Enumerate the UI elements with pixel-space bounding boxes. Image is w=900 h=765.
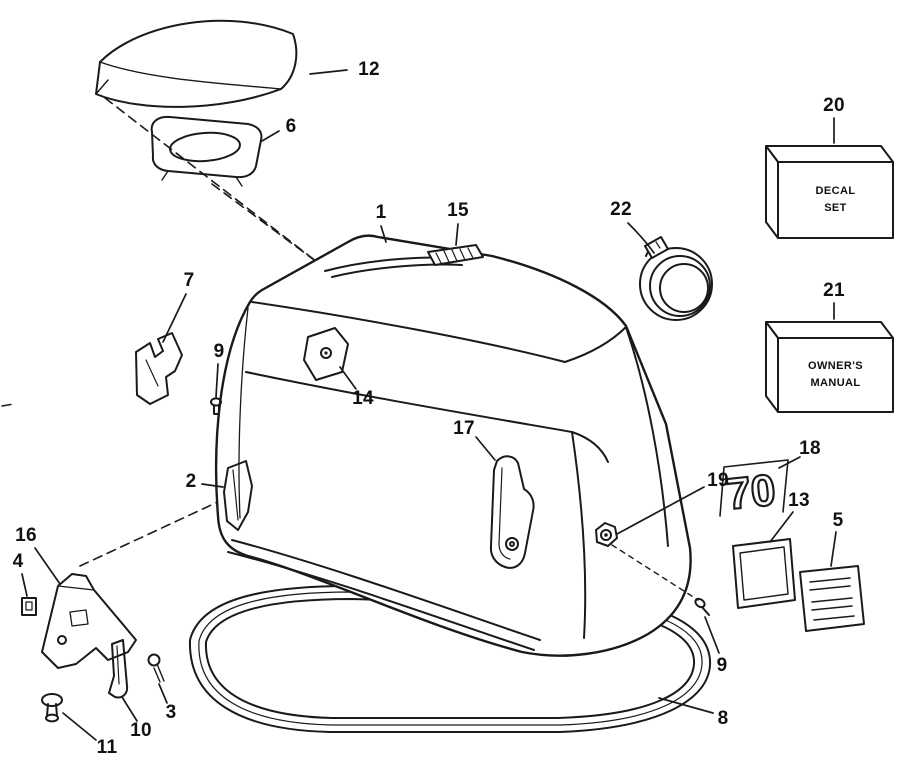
strap-bracket bbox=[108, 639, 129, 699]
callout-5: 5 bbox=[832, 510, 844, 531]
callout-7: 7 bbox=[183, 270, 195, 291]
striped-decal bbox=[799, 565, 865, 632]
side-clip bbox=[223, 460, 253, 531]
callout-17: 17 bbox=[453, 418, 475, 439]
owners-manual-label: OWNER'S MANUAL bbox=[808, 359, 863, 389]
engine-cover-body bbox=[214, 234, 692, 657]
callout-3: 3 bbox=[165, 702, 177, 723]
mount-bracket bbox=[41, 573, 137, 669]
callout-9-right: 9 bbox=[716, 655, 728, 676]
callout-13: 13 bbox=[788, 490, 810, 511]
screw-3 bbox=[147, 653, 165, 683]
decal-set-label: DECAL SET bbox=[815, 184, 856, 214]
owners-manual-box bbox=[765, 321, 894, 413]
engine-decal-70: 70 bbox=[724, 466, 778, 520]
callout-1: 1 bbox=[375, 202, 387, 223]
callout-20: 20 bbox=[823, 95, 845, 116]
leader-lines bbox=[21, 69, 837, 741]
retainer-square bbox=[21, 597, 37, 616]
callout-10: 10 bbox=[130, 720, 152, 741]
callout-21: 21 bbox=[823, 280, 845, 301]
cable-coil bbox=[639, 236, 713, 321]
callout-8: 8 bbox=[717, 708, 729, 729]
latch-keeper-bracket bbox=[135, 332, 183, 405]
callout-18: 18 bbox=[799, 438, 821, 459]
top-latch bbox=[427, 244, 484, 266]
screw-9-right bbox=[694, 597, 710, 616]
push-pin bbox=[41, 693, 63, 723]
callout-15: 15 bbox=[447, 200, 469, 221]
callout-9-left: 9 bbox=[213, 341, 225, 362]
callout-19: 19 bbox=[707, 470, 729, 491]
callout-6: 6 bbox=[285, 116, 297, 137]
engine-decal-frame bbox=[719, 459, 789, 517]
callout-11: 11 bbox=[96, 737, 118, 758]
decal-set-box bbox=[765, 145, 894, 239]
front-latch bbox=[489, 455, 535, 569]
screw-9-left bbox=[210, 397, 222, 415]
plate-13 bbox=[732, 538, 796, 609]
callout-12: 12 bbox=[358, 59, 380, 80]
side-latch-fitting bbox=[595, 522, 699, 601]
callout-16: 16 bbox=[15, 525, 37, 546]
callout-4: 4 bbox=[12, 551, 24, 572]
callout-22: 22 bbox=[610, 199, 632, 220]
seal-ring bbox=[188, 585, 712, 733]
top-cover bbox=[95, 19, 298, 108]
alignment-dashed-lines bbox=[1, 97, 334, 567]
callout-14: 14 bbox=[352, 388, 374, 409]
cover-gasket bbox=[150, 115, 263, 187]
callout-2: 2 bbox=[185, 471, 197, 492]
front-emblem bbox=[303, 327, 349, 381]
